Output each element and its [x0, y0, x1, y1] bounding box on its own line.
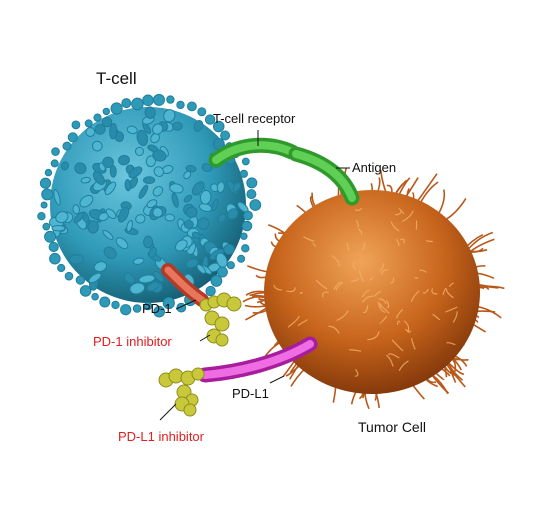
pd-1-inhibitor-antibody [199, 292, 242, 347]
pd-1-receptor [161, 263, 209, 307]
pd-l1-label: PD-L1 [232, 386, 269, 401]
t-cell-receptor-antigen-bridge [208, 137, 360, 206]
t-cell-label: T-cell [96, 69, 137, 88]
leader-lines [159, 130, 350, 421]
pd-l1-inhibitor-label: PD-L1 inhibitor [118, 429, 205, 444]
t-cell-receptor-label: T-cell receptor [213, 111, 296, 126]
pd-1-inhibitor-label: PD-1 inhibitor [93, 334, 172, 349]
pd-l1-ligand [197, 336, 318, 383]
antigen-label: Antigen [352, 160, 396, 175]
pd-1-label: PD-1 [142, 301, 172, 316]
pd-l1-inhibitor-antibody [158, 367, 205, 417]
tumor-cell [242, 168, 505, 410]
t-cell [37, 93, 262, 318]
tumor-cell-label: Tumor Cell [358, 419, 426, 435]
